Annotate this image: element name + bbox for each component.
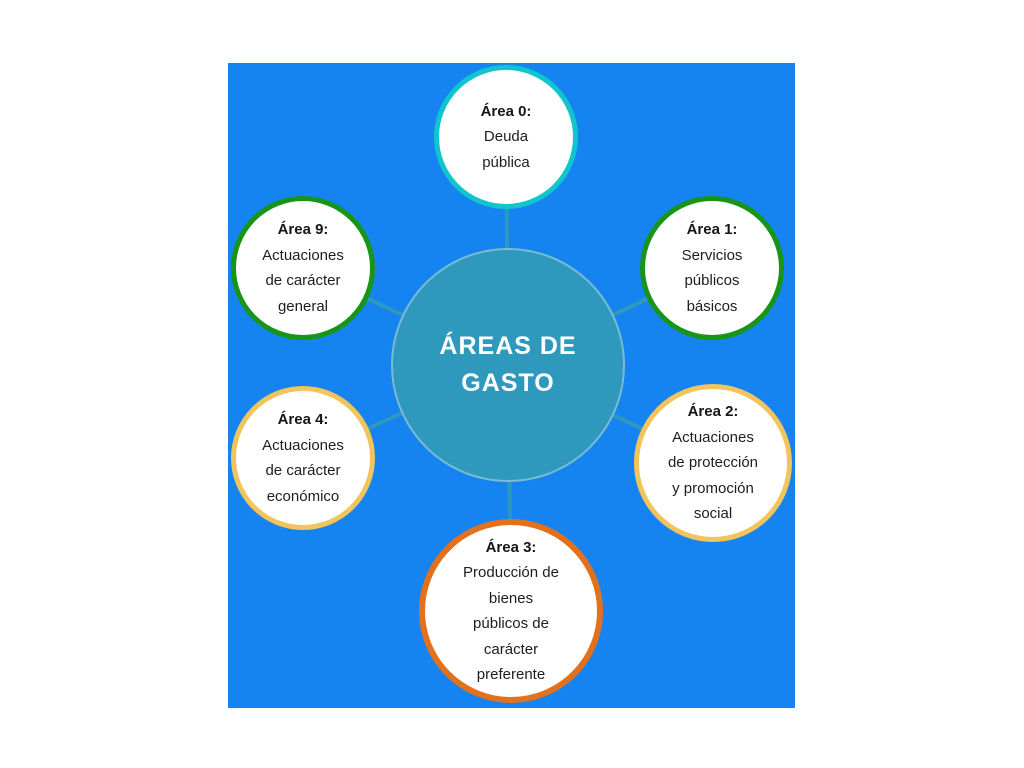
node-area-4-body: Actuaciones de carácter económico	[262, 436, 344, 505]
node-area-1: Área 1: Servicios públicos básicos	[640, 196, 784, 340]
node-area-3-title: Área 3:	[485, 538, 537, 556]
node-area-4-title: Área 4:	[277, 411, 329, 428]
node-area-0-body: Deuda pública	[482, 128, 530, 171]
node-area-1-body: Servicios públicos básicos	[681, 246, 743, 315]
node-area-9: Área 9: Actuaciones de carácter general	[231, 196, 375, 340]
node-area-2-title: Área 2:	[687, 403, 739, 421]
node-area-3: Área 3: Producción de bienes públicos de…	[419, 519, 603, 703]
center-node-label: ÁREAS DE GASTO	[439, 331, 577, 398]
node-area-0: Área 0: Deuda pública	[434, 65, 578, 209]
node-area-9-body: Actuaciones de carácter general	[262, 246, 344, 315]
node-area-2-body: Actuaciones de protección y promoción so…	[667, 428, 759, 523]
node-area-2: Área 2: Actuaciones de protección y prom…	[634, 384, 792, 542]
node-area-1-title: Área 1:	[686, 221, 738, 238]
center-node-areas-de-gasto: ÁREAS DE GASTO	[391, 248, 625, 482]
node-area-0-title: Área 0:	[480, 102, 532, 120]
node-area-3-body: Producción de bienes públicos de carácte…	[463, 564, 559, 683]
node-area-9-title: Área 9:	[277, 221, 329, 238]
node-area-4: Área 4: Actuaciones de carácter económic…	[231, 386, 375, 530]
